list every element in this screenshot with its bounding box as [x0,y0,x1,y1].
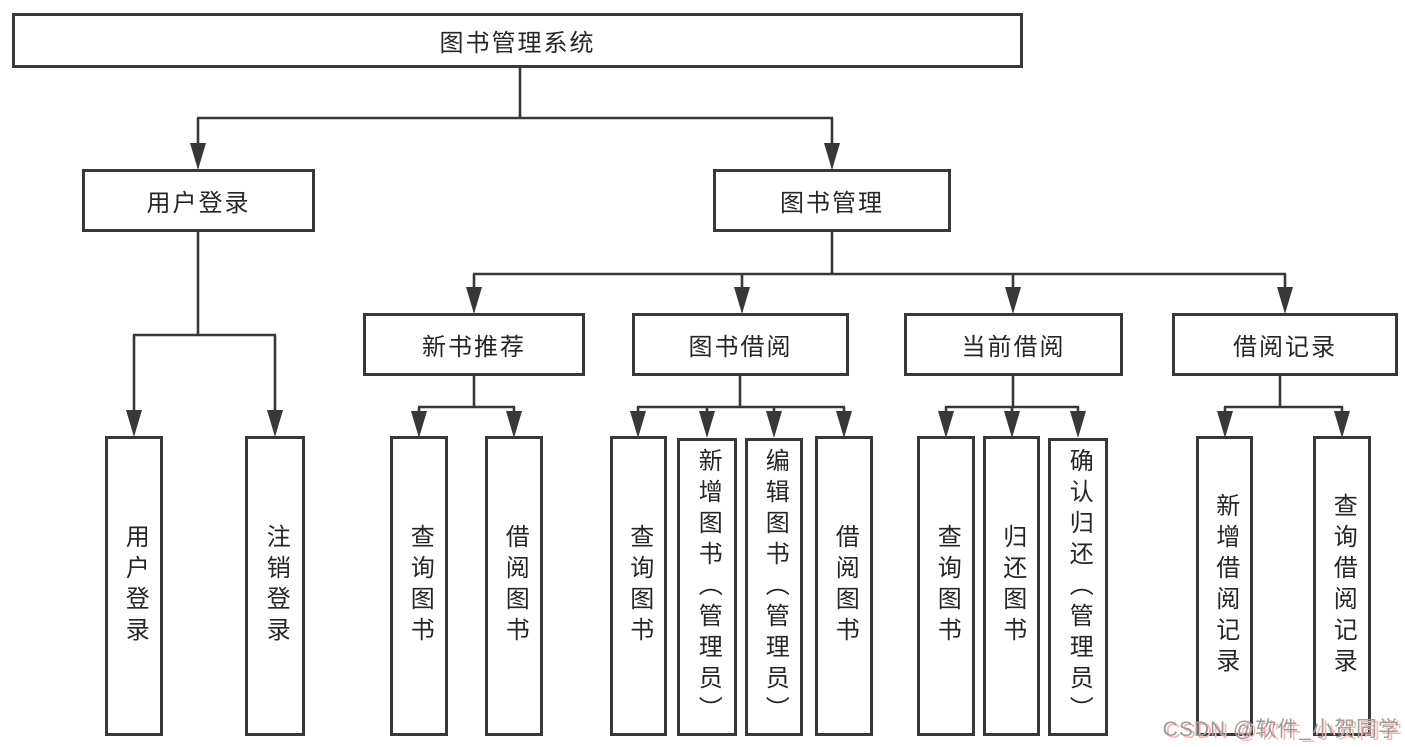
leaf-edit-books-admin: 编辑图书（管理员） [745,438,803,736]
leaf-user-login: 用户登录 [105,436,163,736]
leaf-label: 借阅图书 [501,524,529,648]
connector-root-to-level2 [190,67,840,170]
connector-book-management-children [466,232,1293,314]
leaf-query-borrow-record: 查询借阅记录 [1313,436,1371,736]
leaf-return-books: 归还图书 [983,436,1040,736]
node-library-management-system: 图书管理系统 [12,13,1023,68]
csdn-watermark: CSDN @软件_小贺同学 [1162,718,1400,741]
leaf-label: 新增借阅记录 [1211,493,1239,679]
connector-book-borrowing-children [630,376,852,438]
leaf-label: 新增图书（管理员） [694,447,722,727]
connector-current-borrowing-children [938,376,1086,438]
leaf-label: 用户登录 [121,524,149,648]
leaf-confirm-return-admin: 确认归还（管理员） [1048,438,1108,736]
node-user-login: 用户登录 [82,169,315,232]
node-current-borrowing: 当前借阅 [904,313,1123,376]
leaf-label: 查询图书 [406,524,434,648]
node-book-borrowing: 图书借阅 [632,313,849,376]
leaf-label: 查询图书 [625,524,653,648]
leaf-query-books-current: 查询图书 [917,436,975,736]
leaf-label: 编辑图书（管理员） [761,447,789,727]
leaf-label: 查询借阅记录 [1329,493,1357,679]
leaf-query-books-borrowing: 查询图书 [610,436,667,736]
leaf-logout: 注销登录 [245,436,305,736]
leaf-label: 注销登录 [262,524,290,648]
leaf-add-books-admin: 新增图书（管理员） [677,438,737,736]
leaf-label: 查询图书 [933,524,961,648]
leaf-query-books-recommend: 查询图书 [390,436,448,736]
leaf-label: 借阅图书 [831,524,859,648]
node-book-management: 图书管理 [713,169,951,232]
connector-new-book-recommend-children [411,376,522,438]
leaf-add-borrow-record: 新增借阅记录 [1196,436,1253,736]
leaf-borrow-books-borrowing: 借阅图书 [815,436,873,736]
leaf-label: 归还图书 [998,524,1026,648]
node-borrow-records: 借阅记录 [1172,313,1398,376]
leaf-label: 确认归还（管理员） [1065,447,1093,727]
connector-borrow-records-children [1217,376,1350,438]
leaf-borrow-books-recommend: 借阅图书 [485,436,543,736]
connector-user-login-children [126,232,283,437]
node-new-book-recommend: 新书推荐 [363,313,585,376]
